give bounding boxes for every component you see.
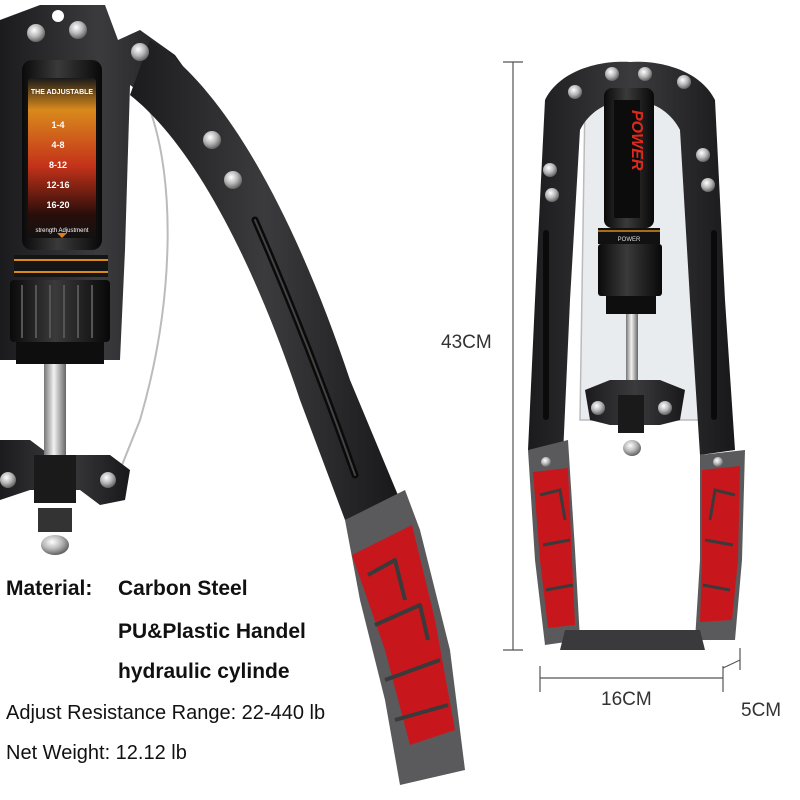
bolt-icon bbox=[605, 67, 619, 81]
bolt-icon bbox=[591, 401, 605, 415]
u-frame bbox=[528, 61, 735, 455]
net-weight: Net Weight: 12.12 lb bbox=[6, 742, 187, 764]
dimension-lines bbox=[503, 61, 741, 692]
level-label: 8-12 bbox=[49, 160, 67, 170]
bolt-icon bbox=[701, 178, 715, 192]
bolt-icon bbox=[696, 148, 710, 162]
bolt-icon bbox=[541, 457, 551, 467]
adjustment-knob bbox=[598, 244, 662, 296]
triangle-marker-icon bbox=[57, 233, 67, 238]
resistance-range: Adjust Resistance Range: 22-440 lb bbox=[6, 702, 326, 724]
width-dimension: 16CM bbox=[601, 689, 652, 710]
bolt-icon bbox=[69, 21, 87, 39]
level-label: 16-20 bbox=[46, 200, 69, 210]
cylinder-ring-text: POWER bbox=[618, 237, 641, 243]
bolt-icon bbox=[27, 24, 45, 42]
right-gripper: POWER POWER bbox=[528, 61, 745, 650]
curved-arm bbox=[130, 40, 400, 520]
bolt-icon bbox=[224, 171, 242, 189]
bolt-icon bbox=[545, 188, 559, 202]
cylinder-title: THE ADJUSTABLE bbox=[31, 89, 94, 96]
material-hydraulic: hydraulic cylinde bbox=[118, 660, 290, 683]
material-label: Material: bbox=[6, 577, 93, 600]
left-gripper bbox=[0, 5, 465, 785]
bolt-icon bbox=[677, 75, 691, 89]
material-pu-plastic: PU&Plastic Handel bbox=[118, 620, 306, 643]
bolt-icon bbox=[543, 163, 557, 177]
bolt-icon bbox=[203, 131, 221, 149]
level-label: 4-8 bbox=[51, 140, 64, 150]
bolt-icon bbox=[568, 85, 582, 99]
grip-rubber bbox=[352, 525, 455, 745]
level-label: 1-4 bbox=[51, 120, 64, 130]
bolt-icon bbox=[658, 401, 672, 415]
bolt-icon bbox=[100, 472, 116, 488]
piston-rod bbox=[44, 364, 66, 460]
level-label: 12-16 bbox=[46, 180, 69, 190]
depth-dimension: 5CM bbox=[741, 700, 782, 721]
bolt-icon bbox=[713, 457, 723, 467]
cylinder-footer: strength Adjustment bbox=[35, 228, 88, 234]
bolt-icon bbox=[638, 67, 652, 81]
material-carbon-steel: Carbon Steel bbox=[118, 577, 248, 600]
bolt-icon bbox=[131, 43, 149, 61]
adjustment-knob bbox=[10, 280, 110, 342]
cylinder-brand: POWER bbox=[628, 110, 645, 171]
bolt-icon bbox=[0, 472, 16, 488]
cylinder-label bbox=[28, 78, 96, 238]
piston-rod bbox=[626, 314, 638, 394]
height-dimension: 43CM bbox=[441, 332, 492, 353]
